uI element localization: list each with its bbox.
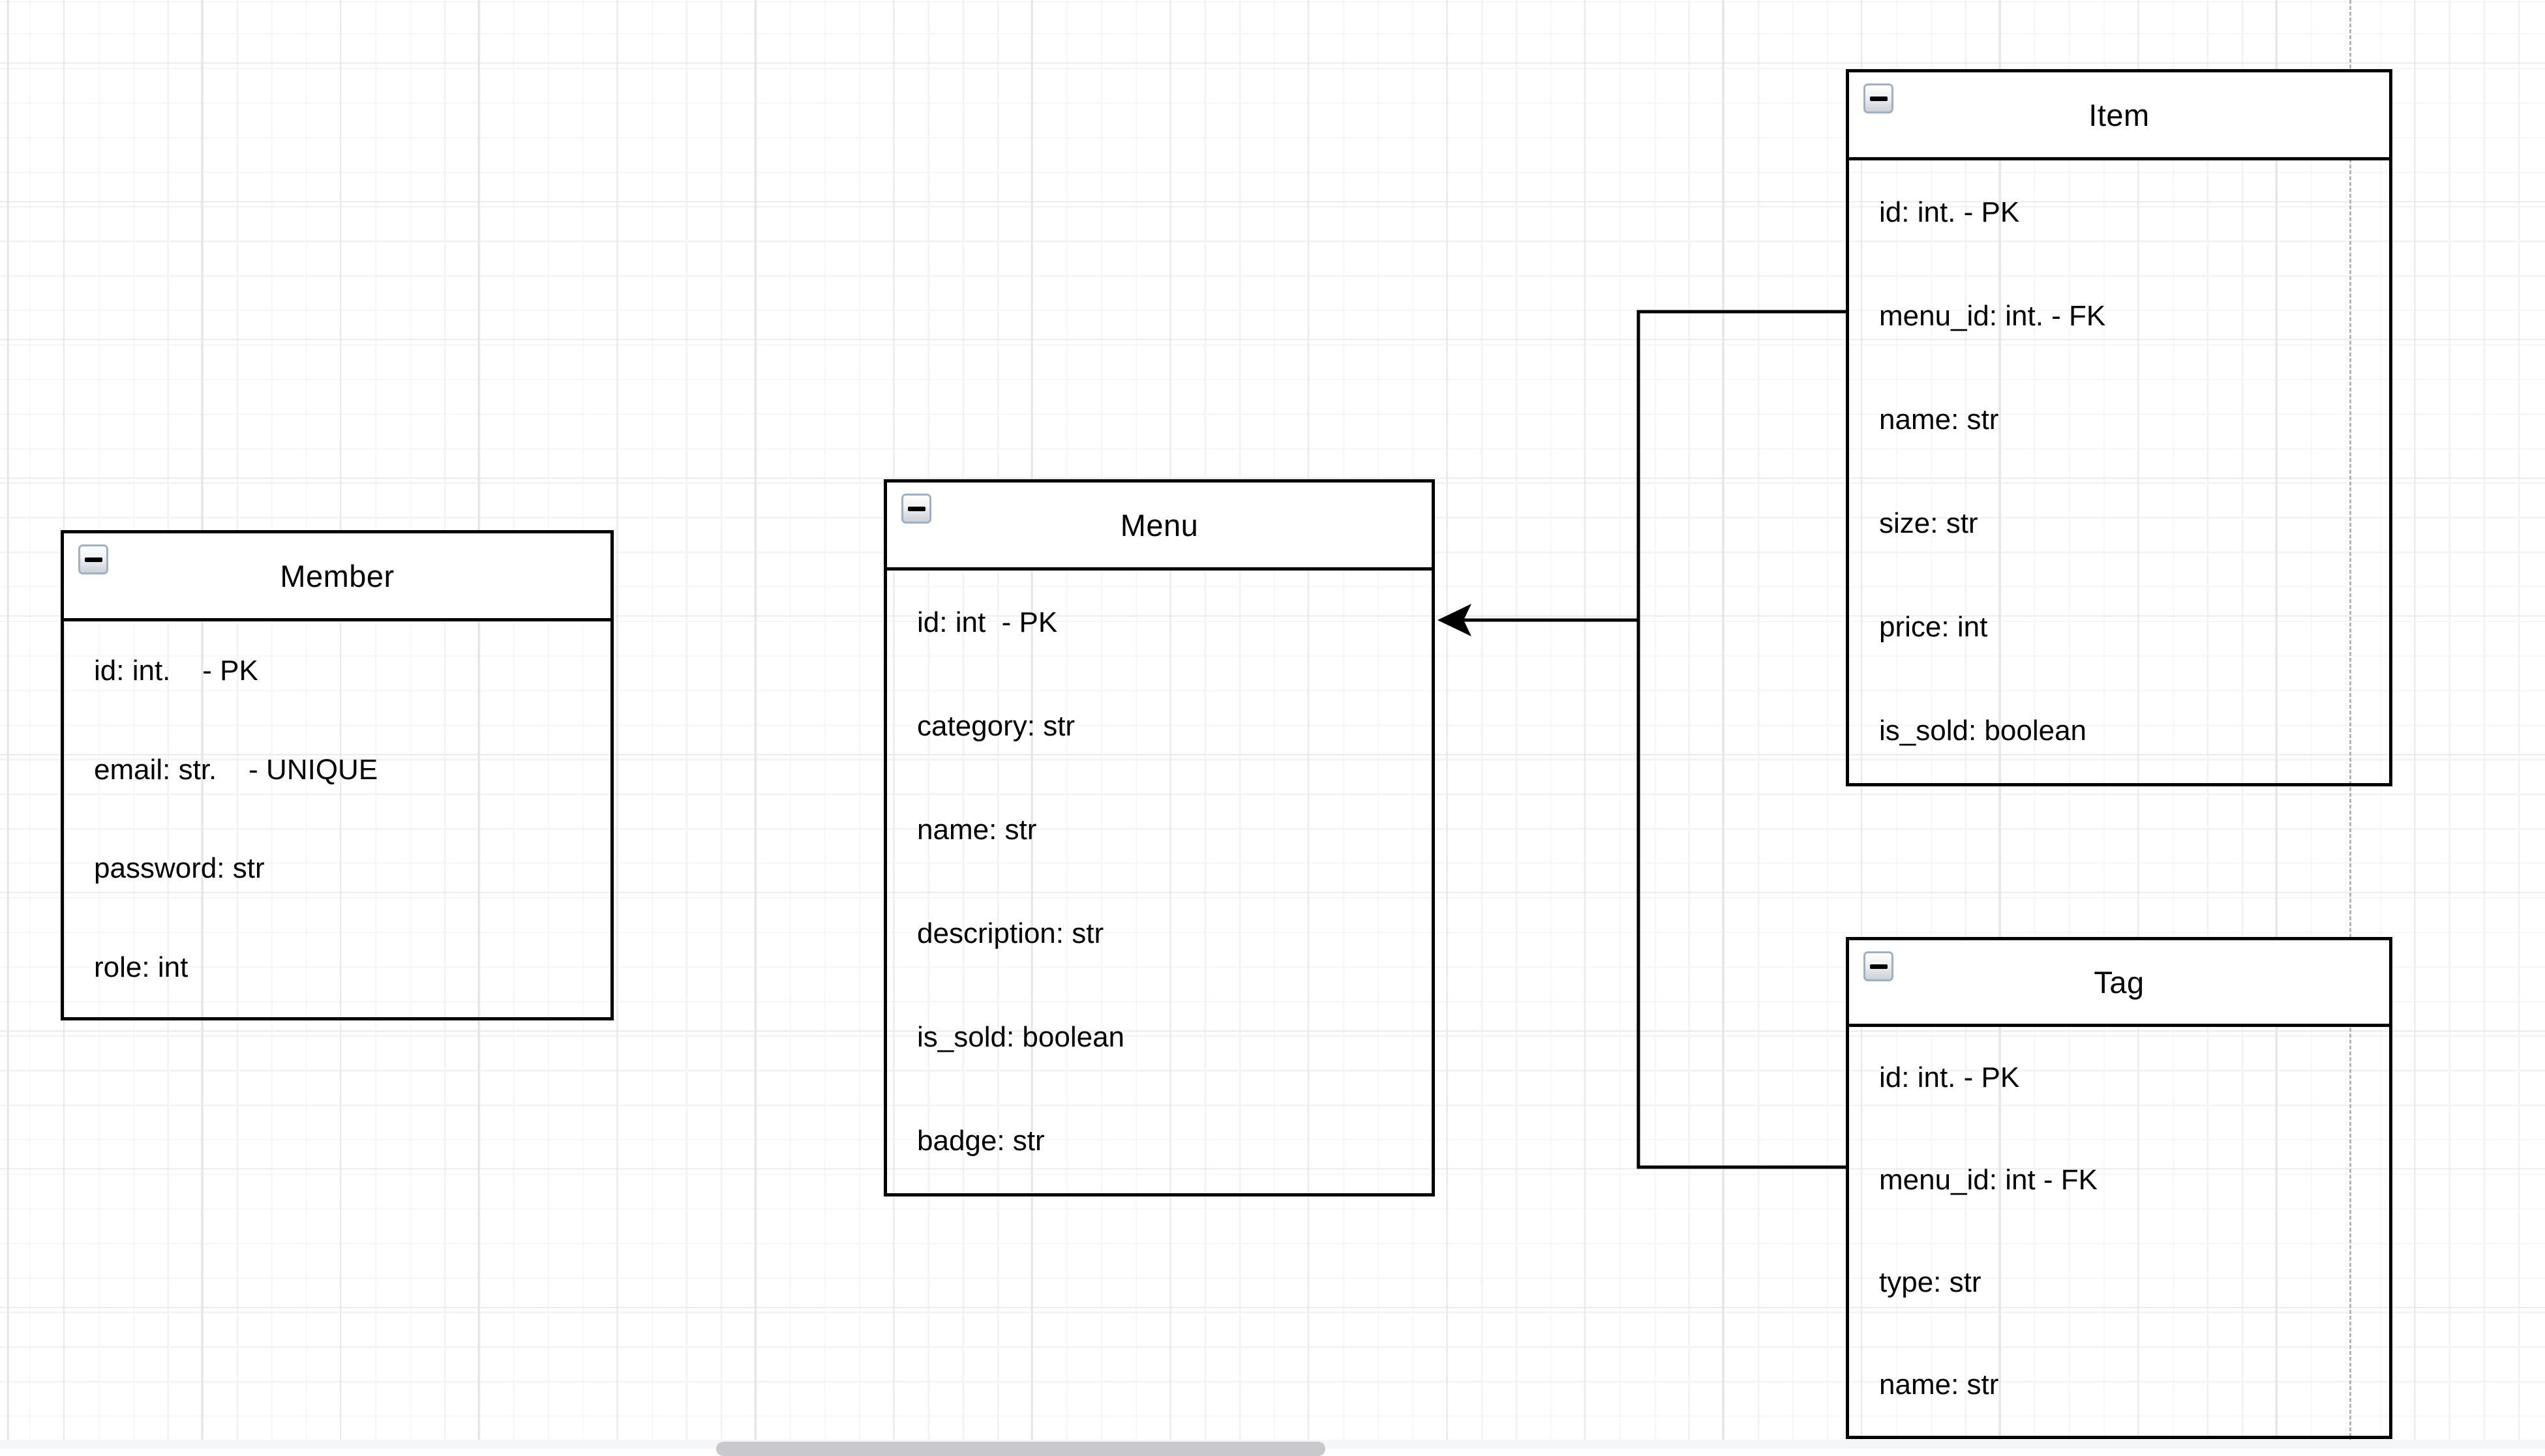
- entity-header[interactable]: Member: [64, 533, 610, 621]
- entity-header[interactable]: Item: [1849, 72, 2389, 160]
- entity-box-item[interactable]: Item id: int. - PK menu_id: int. - FK name…: [1846, 69, 2392, 786]
- entity-row[interactable]: type: str: [1879, 1266, 1981, 1298]
- entity-row[interactable]: menu_id: int - FK: [1879, 1164, 2098, 1196]
- entity-box-tag[interactable]: Tag id: int. - PK menu_id: int - FK type: …: [1846, 937, 2392, 1439]
- collapse-minus-icon[interactable]: [1863, 83, 1893, 113]
- connector-branch-path[interactable]: [1636, 310, 1846, 1169]
- collapse-minus-icon[interactable]: [78, 544, 108, 574]
- entity-row[interactable]: email: str. - UNIQUE: [94, 753, 378, 786]
- entity-rows: id: int. - PK email: str. - UNIQUE passwor…: [64, 621, 610, 1017]
- entity-header[interactable]: Menu: [887, 483, 1432, 571]
- entity-row[interactable]: id: int. - PK: [94, 654, 258, 687]
- entity-row[interactable]: id: int. - PK: [1879, 196, 2020, 228]
- entity-row[interactable]: menu_id: int. - FK: [1879, 299, 2106, 332]
- entity-row[interactable]: size: str: [1879, 507, 1978, 540]
- entity-header[interactable]: Tag: [1849, 940, 2389, 1027]
- entity-row[interactable]: id: int - PK: [917, 606, 1058, 638]
- page-guide-line: [2349, 0, 2351, 1449]
- entity-row[interactable]: role: int: [94, 951, 188, 984]
- entity-title: Tag: [2094, 964, 2145, 1000]
- entity-title: Member: [280, 558, 395, 593]
- entity-rows: id: int - PK category: str name: str descri…: [887, 571, 1432, 1193]
- entity-row[interactable]: id: int. - PK: [1879, 1062, 2020, 1094]
- entity-row[interactable]: is_sold: boolean: [1879, 715, 2087, 747]
- entity-row[interactable]: description: str: [917, 917, 1104, 950]
- entity-title: Menu: [1120, 507, 1199, 542]
- entity-box-member[interactable]: Member id: int. - PK email: str. - UNIQUE…: [61, 530, 614, 1020]
- entity-row[interactable]: price: int: [1879, 611, 1988, 644]
- entity-row[interactable]: is_sold: boolean: [917, 1021, 1125, 1054]
- arrowhead-icon: [1438, 604, 1471, 636]
- entity-row[interactable]: name: str: [1879, 1368, 1999, 1401]
- entity-box-menu[interactable]: Menu id: int - PK category: str name: str d…: [884, 479, 1435, 1196]
- entity-rows: id: int. - PK menu_id: int. - FK name: str…: [1849, 160, 2389, 783]
- entity-row[interactable]: name: str: [917, 813, 1037, 846]
- entity-row[interactable]: badge: str: [917, 1125, 1045, 1157]
- entity-rows: id: int. - PK menu_id: int - FK type: str n…: [1849, 1027, 2389, 1436]
- entity-row[interactable]: name: str: [1879, 403, 1999, 436]
- horizontal-scrollbar-thumb[interactable]: [716, 1442, 1325, 1456]
- entity-row[interactable]: password: str: [94, 852, 265, 885]
- collapse-minus-icon[interactable]: [901, 494, 931, 524]
- entity-title: Item: [2088, 97, 2150, 132]
- collapse-minus-icon[interactable]: [1863, 951, 1893, 981]
- entity-row[interactable]: category: str: [917, 709, 1076, 742]
